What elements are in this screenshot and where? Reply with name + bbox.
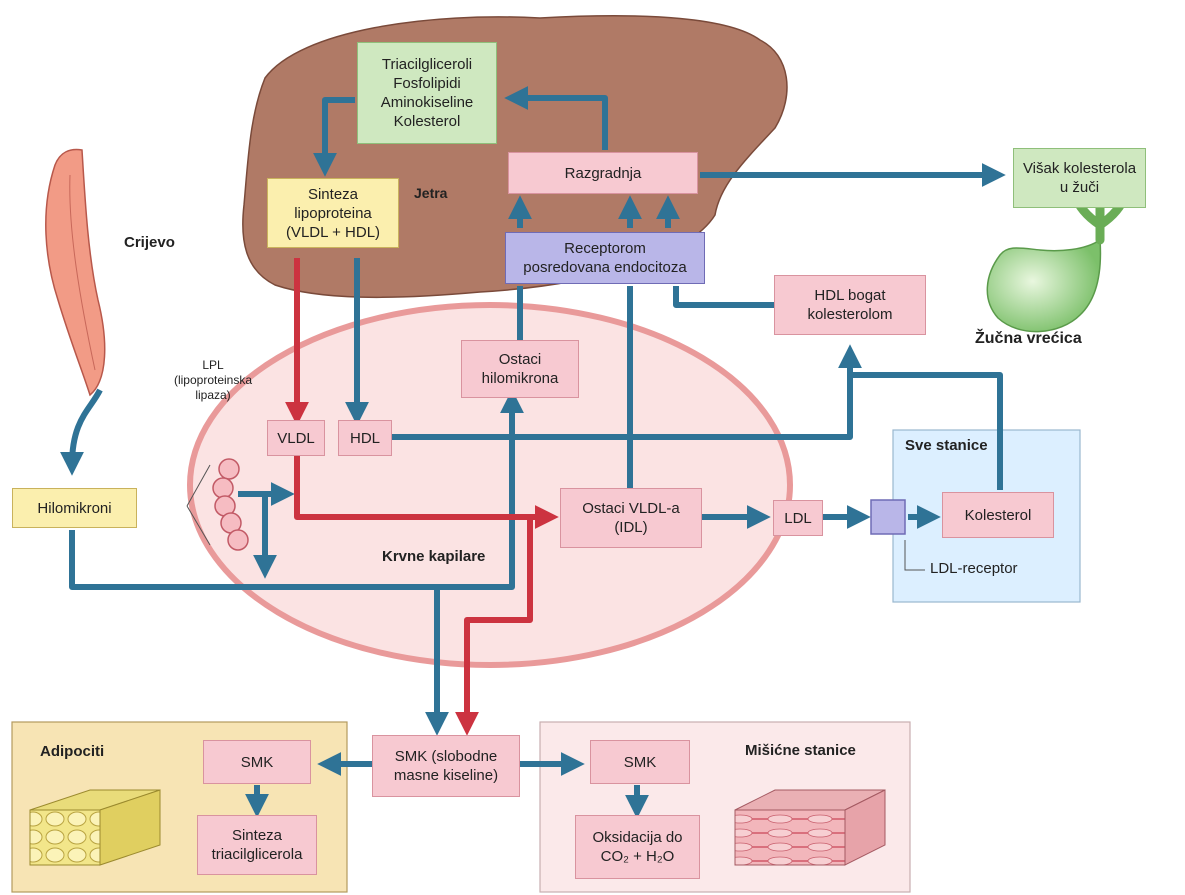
receptor-endocitoza-box: Receptorom posredovana endocitoza (505, 232, 705, 284)
ostaci-hilomikrona-box: Ostaci hilomikrona (461, 340, 579, 398)
sve-stanice-label: Sve stanice (905, 437, 988, 454)
vldl-box: VLDL (267, 420, 325, 456)
smk-center-box: SMK (slobodne masne kiseline) (372, 735, 520, 797)
kolesterol-box: Kolesterol (942, 492, 1054, 538)
lpl-label: LPL (lipoproteinska lipaza) (173, 358, 253, 402)
zucna-vrecica-label: Žučna vrećica (975, 330, 1082, 347)
ldl-receptor-label: LDL-receptor (930, 560, 1018, 577)
smk-adipociti-box: SMK (203, 740, 311, 784)
jetra-label: Jetra (414, 185, 448, 201)
liver-nutrients-box: Triacilgliceroli Fosfolipidi Aminokiseli… (357, 42, 497, 144)
razgradnja-box: Razgradnja (508, 152, 698, 194)
krvne-kapilare-label: Krvne kapilare (382, 548, 486, 565)
sinteza-triacilglicerola-box: Sinteza triacilglicerola (197, 815, 317, 875)
hilomikroni-box: Hilomikroni (12, 488, 137, 528)
smk-misicne-box: SMK (590, 740, 690, 784)
oksidacija-box: Oksidacija do CO₂ + H₂O (575, 815, 700, 879)
hdl-box: HDL (338, 420, 392, 456)
visak-kolesterola-box: Višak kolesterola u žuči (1013, 148, 1146, 208)
capillary-shape (187, 302, 793, 668)
misicne-stanice-label: Mišićne stanice (745, 742, 856, 759)
lpl-enzymes (212, 458, 249, 551)
adipociti-label: Adipociti (40, 743, 105, 760)
gallbladder-shape (986, 238, 1102, 333)
intestine-shape (45, 148, 106, 397)
ldl-box: LDL (773, 500, 823, 536)
hdl-bogat-kolesterolom-box: HDL bogat kolesterolom (774, 275, 926, 335)
sinteza-lipoproteina-box: Sinteza lipoproteina (VLDL + HDL) (267, 178, 399, 248)
crijevo-label: Crijevo (124, 234, 175, 251)
ostaci-vldl-box: Ostaci VLDL-a (IDL) (560, 488, 702, 548)
